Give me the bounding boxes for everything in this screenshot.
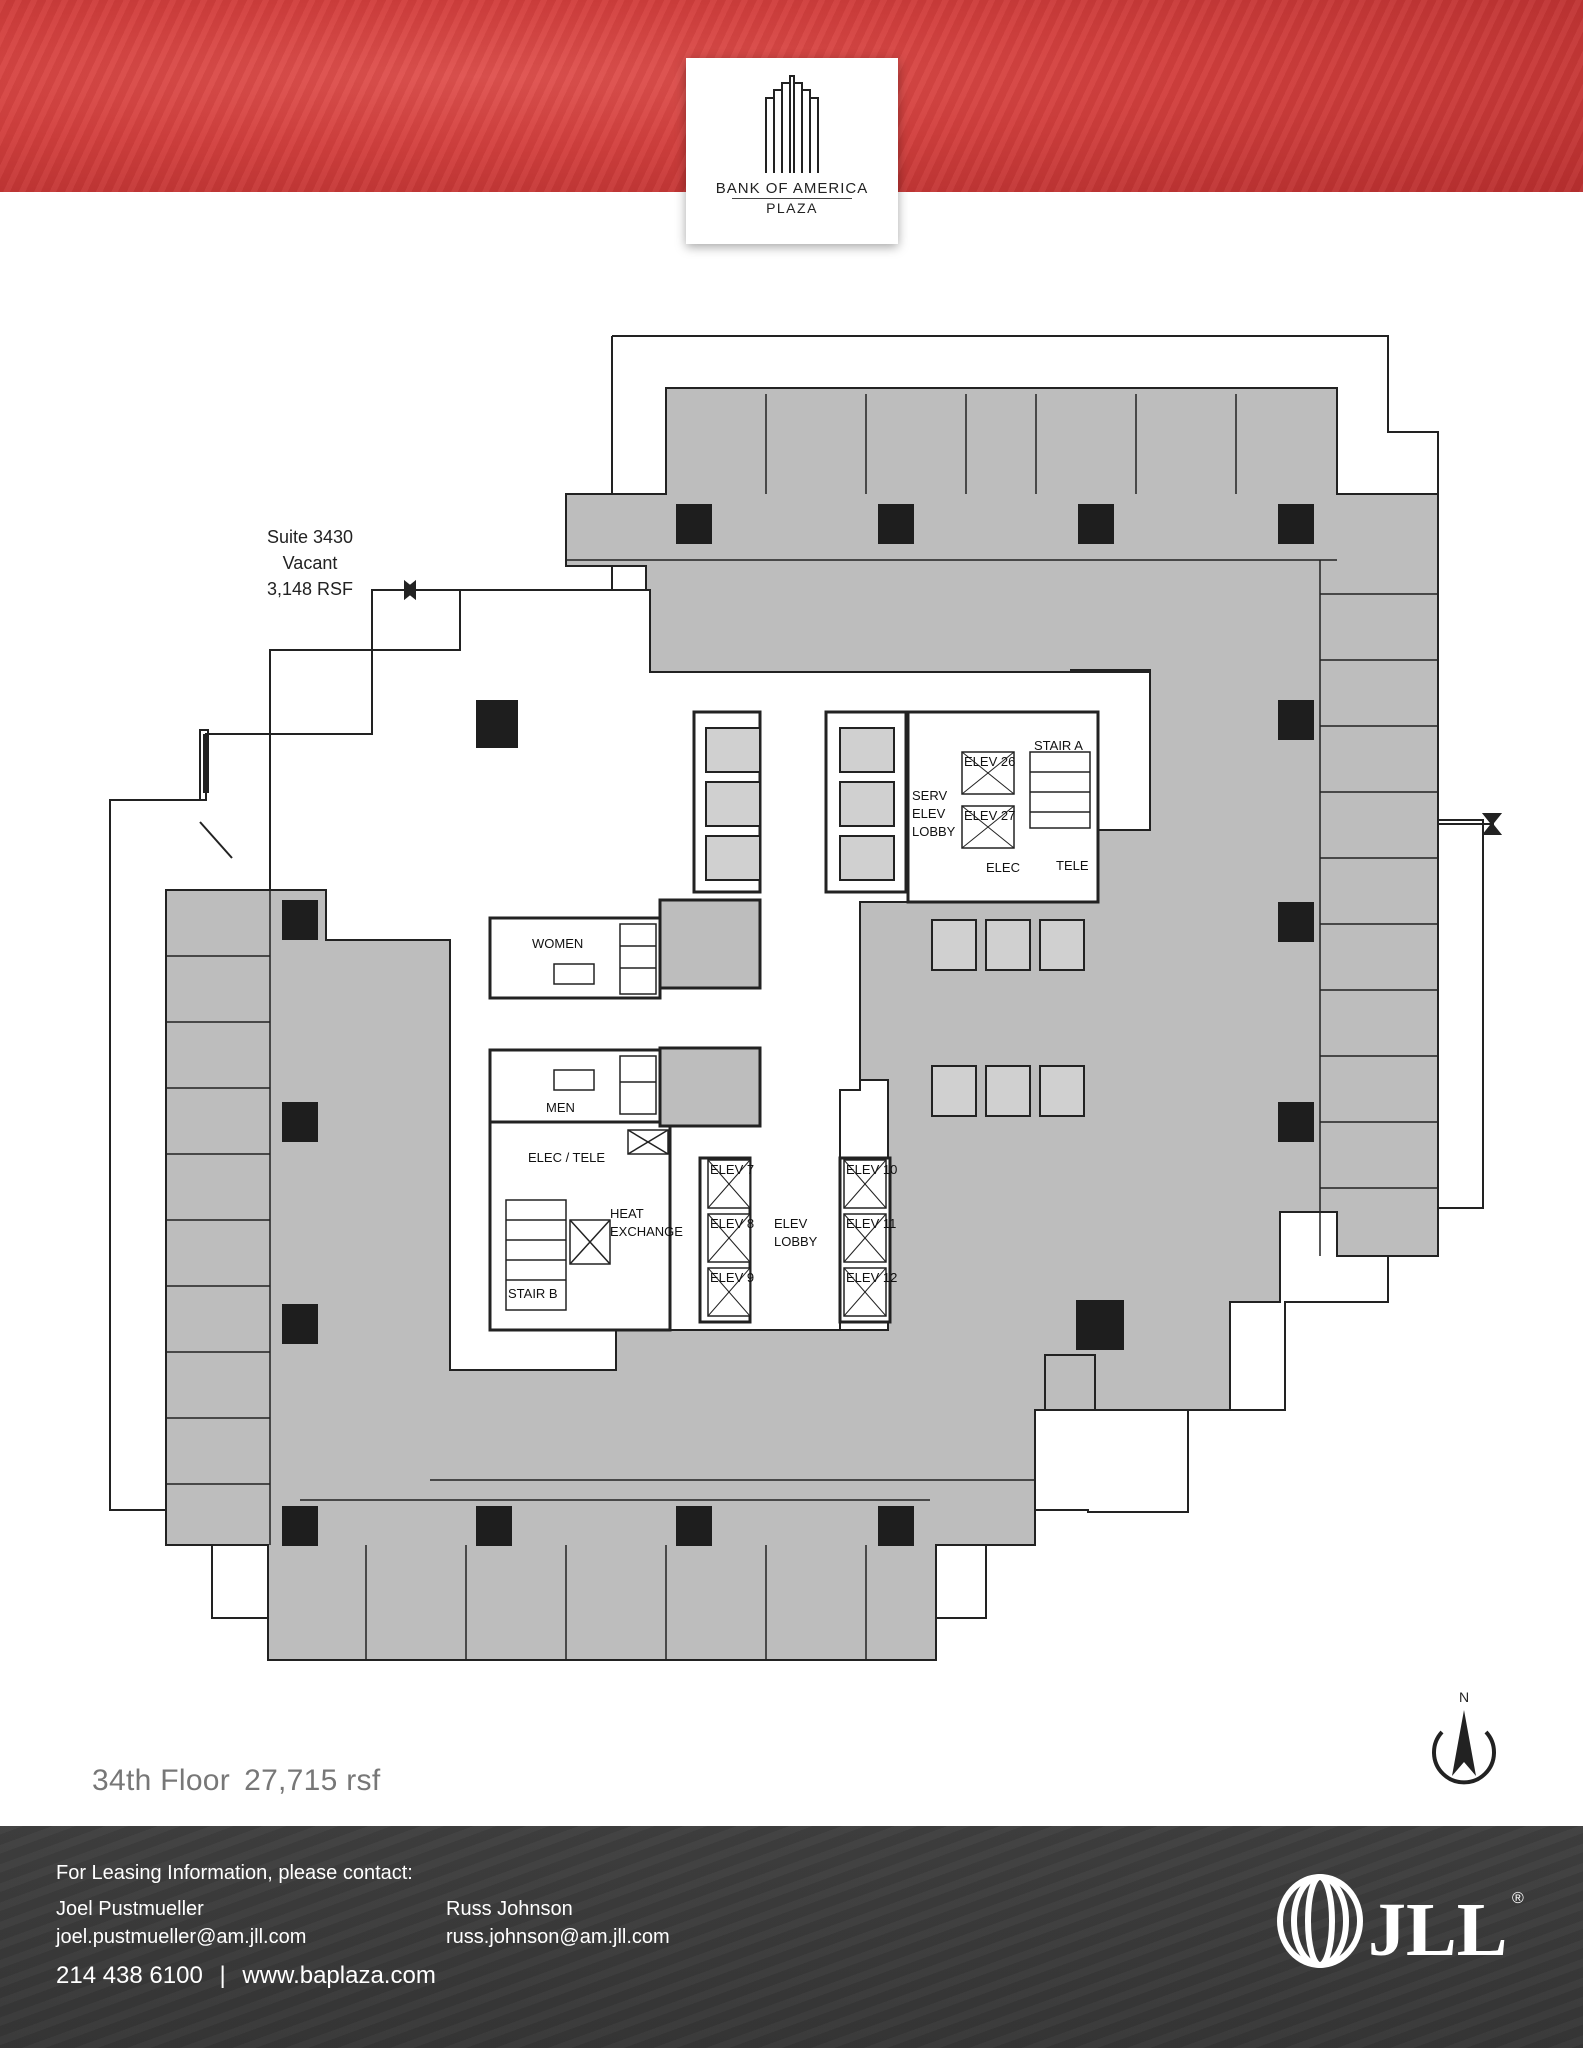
label-elev-26: ELEV 26 <box>964 754 1015 769</box>
footer-separator: | <box>219 1962 226 1989</box>
label-stair-a: STAIR A <box>1034 738 1083 753</box>
label-elev-7: ELEV 7 <box>710 1162 754 1177</box>
contact1-name: Joel Pustmueller <box>56 1898 204 1920</box>
label-serv-elev: ELEV <box>912 806 946 821</box>
label-elev-12: ELEV 12 <box>846 1270 897 1285</box>
label-stair-b: STAIR B <box>508 1286 558 1301</box>
label-elec: ELEC <box>986 860 1020 875</box>
floor-area: 27,715 rsf <box>244 1764 381 1797</box>
building-logo: BANK OF AMERICA PLAZA <box>686 58 898 244</box>
brand-name: BANK OF AMERICA <box>715 180 869 197</box>
north-label: N <box>1459 1689 1469 1705</box>
label-elev-9: ELEV 9 <box>710 1270 754 1285</box>
contact2-email[interactable]: russ.johnson@am.jll.com <box>446 1926 670 1948</box>
suite-area: 3,148 RSF <box>266 579 354 599</box>
label-heat: HEAT <box>610 1206 644 1221</box>
label-elec-tele: ELEC / TELE <box>528 1150 605 1165</box>
label-elev-10: ELEV 10 <box>846 1162 897 1177</box>
contact1-email[interactable]: joel.pustmueller@am.jll.com <box>56 1926 307 1948</box>
suite-status: Vacant <box>282 553 338 573</box>
leasing-heading: For Leasing Information, please contact: <box>56 1862 413 1884</box>
label-elev-lobby-2: LOBBY <box>774 1234 818 1249</box>
label-exchange: EXCHANGE <box>610 1224 683 1239</box>
suite-name: Suite 3430 <box>266 527 354 547</box>
label-tele: TELE <box>1056 858 1089 873</box>
label-elev-8: ELEV 8 <box>710 1216 754 1231</box>
website-link[interactable]: www.baplaza.com <box>242 1962 436 1989</box>
registered-mark: ® <box>1512 1890 1524 1907</box>
label-elev-11: ELEV 11 <box>846 1216 896 1231</box>
footer <box>0 1826 1583 2048</box>
contact2-name: Russ Johnson <box>446 1898 573 1920</box>
jll-logo: JLL ® <box>1277 1874 1524 1969</box>
suite-boundary-line <box>109 335 1484 1619</box>
label-women: WOMEN <box>532 936 583 951</box>
floor-name: 34th Floor <box>92 1764 231 1797</box>
contact-line: 214 438 6100 | www.baplaza.com <box>56 1962 436 1990</box>
brand-sub: PLAZA <box>732 198 852 216</box>
label-elev-lobby-1: ELEV <box>774 1216 808 1231</box>
jll-helix-icon <box>1277 1874 1363 1968</box>
tower-icon <box>765 75 819 173</box>
label-serv-lobby: LOBBY <box>912 824 956 839</box>
phone-number[interactable]: 214 438 6100 <box>56 1962 203 1989</box>
label-serv: SERV <box>912 788 947 803</box>
label-elev-27: ELEV 27 <box>964 808 1015 823</box>
jll-wordmark: JLL <box>1368 1888 1507 1969</box>
suite-callout: Suite 3430 Vacant 3,148 RSF <box>250 524 370 602</box>
north-arrow-icon: N <box>1432 1689 1496 1785</box>
label-men: MEN <box>546 1100 575 1115</box>
floor-info: 34th Floor 27,715 rsf <box>92 1764 395 1798</box>
